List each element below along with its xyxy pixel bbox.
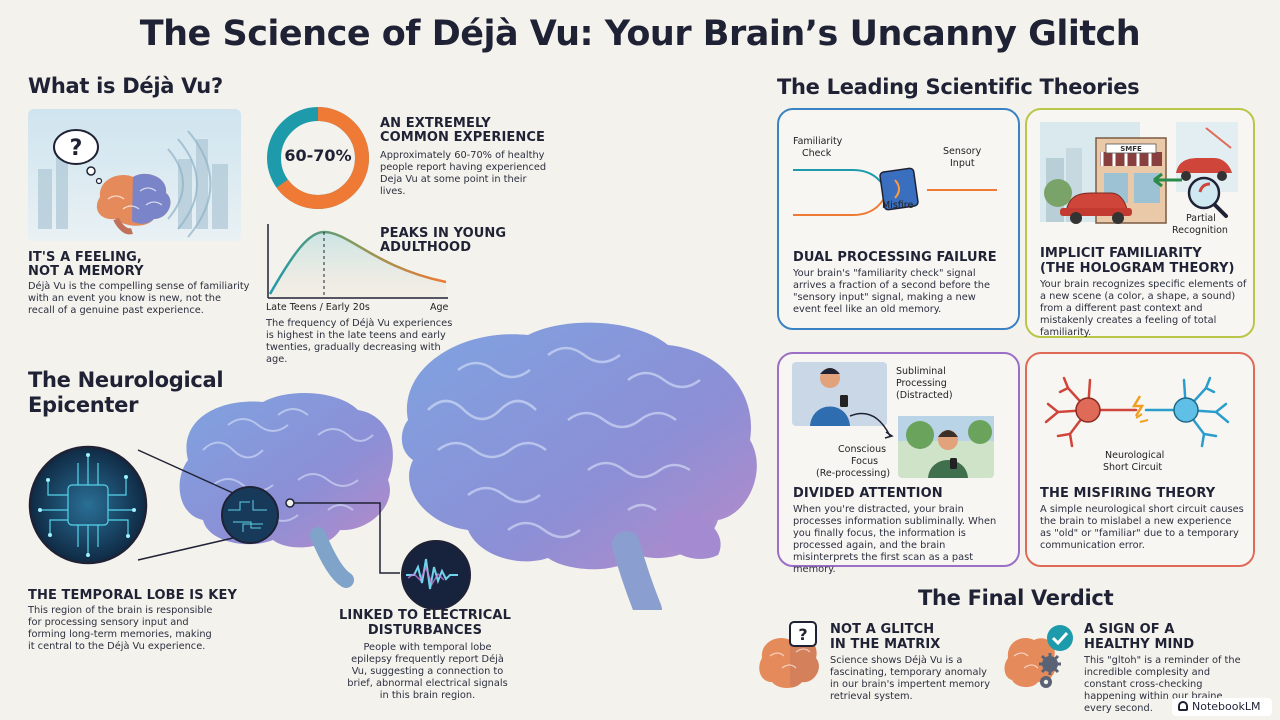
divided-attention-illustration xyxy=(792,362,994,478)
neuro-heading-2: Epicenter xyxy=(28,393,139,417)
hologram-shop-sign: SMFE xyxy=(1120,145,1142,153)
dual-processing-card xyxy=(777,108,1020,330)
svg-text:?: ? xyxy=(70,136,83,161)
brain-illustration xyxy=(28,322,757,610)
dual-label-misfire: Misfire xyxy=(882,200,914,211)
peak-x-right-label: Age xyxy=(430,302,449,313)
divided-text: When you're distracted, your brain proce… xyxy=(793,504,997,575)
feeling-title-1: IT'S A FEELING, xyxy=(28,250,142,265)
misfiring-label-2: Short Circuit xyxy=(1103,462,1163,473)
divided-label-conscious-1: Conscious xyxy=(838,444,887,455)
electrical-text: People with temporal lobe epilepsy frequ… xyxy=(347,642,508,701)
dual-label-familiarity-2: Check xyxy=(802,148,832,159)
brain-check-gear-icon xyxy=(1004,625,1073,688)
misfiring-title: THE MISFIRING THEORY xyxy=(1040,486,1216,501)
stat-title-1: AN EXTREMELY xyxy=(380,116,491,131)
hologram-label-partial-1: Partial xyxy=(1186,213,1216,224)
brain-thought-illustration: ? xyxy=(28,109,241,241)
what-is-heading: What is Déjà Vu? xyxy=(28,74,223,98)
divided-label-subliminal-3: (Distracted) xyxy=(896,390,953,401)
verdict-heading: The Final Verdict xyxy=(918,586,1114,610)
divided-label-conscious-3: (Re-processing) xyxy=(816,468,891,479)
footer-brand-badge: NotebookLM xyxy=(1172,698,1272,716)
glitch-title-1: NOT A GLITCH xyxy=(830,622,935,637)
divided-label-subliminal-1: Subliminal xyxy=(896,366,946,377)
stat-text: Approximately 60-70% of healthy people r… xyxy=(380,150,547,197)
electrical-title-2: DISTURBANCES xyxy=(367,623,483,638)
neuron-short-circuit-illustration xyxy=(1044,376,1230,448)
misfiring-card xyxy=(1025,352,1255,567)
misfiring-text: A simple neurological short circuit caus… xyxy=(1040,504,1244,551)
glitch-text: Science shows Déjà Vu is a fascinating, … xyxy=(830,655,990,702)
dual-processing-diagram xyxy=(793,167,997,216)
hologram-text: Your brain recognizes specific elements … xyxy=(1040,279,1247,338)
peak-x-left-label: Late Teens / Early 20s xyxy=(266,302,370,313)
healthy-title-2: HEALTHY MIND xyxy=(1084,637,1195,652)
dual-label-sensory-2: Input xyxy=(950,158,975,169)
hologram-label-partial-2: Recognition xyxy=(1172,225,1228,236)
divided-title: DIVIDED ATTENTION xyxy=(793,486,943,501)
hologram-title-2: (THE HOLOGRAM THEORY) xyxy=(1040,261,1235,276)
hologram-scene-illustration: SMFE xyxy=(1040,122,1238,224)
peak-title-2: ADULTHOOD xyxy=(380,240,472,255)
footer-brand: NotebookLM xyxy=(1192,700,1261,713)
stat-value: 60-70% xyxy=(284,146,352,165)
healthy-text: This "gltoh" is a reminder of the incred… xyxy=(1084,655,1241,714)
dual-text: Your brain's "familiarity check" signal … xyxy=(793,268,990,315)
dual-title: DUAL PROCESSING FAILURE xyxy=(793,250,997,265)
electrical-title-1: LINKED TO ELECTRICAL xyxy=(339,608,511,623)
svg-text:?: ? xyxy=(798,625,807,644)
divided-label-conscious-2: Focus xyxy=(851,456,879,467)
theories-heading: The Leading Scientific Theories xyxy=(777,75,1140,99)
healthy-title-1: A SIGN OF A xyxy=(1084,622,1175,637)
brain-question-icon: ? xyxy=(759,621,819,688)
feeling-title-2: NOT A MEMORY xyxy=(28,264,144,279)
neuro-heading-1: The Neurological xyxy=(28,368,224,392)
glitch-title-2: IN THE MATRIX xyxy=(830,637,941,652)
page-title: The Science of Déjà Vu: Your Brain’s Unc… xyxy=(139,14,1141,54)
peak-text: The frequency of Déjà Vu experiences is … xyxy=(266,318,453,365)
dual-label-sensory-1: Sensory xyxy=(943,146,982,157)
dual-label-familiarity-1: Familiarity xyxy=(793,136,843,147)
stat-donut xyxy=(267,107,369,209)
peak-curve-chart xyxy=(267,224,448,299)
hologram-title-1: IMPLICIT FAMILIARITY xyxy=(1040,246,1202,261)
temporal-title: THE TEMPORAL LOBE IS KEY xyxy=(28,588,237,603)
peak-title-1: PEAKS IN YOUNG xyxy=(380,226,507,241)
divided-label-subliminal-2: Processing xyxy=(896,378,947,389)
stat-title-2: COMMON EXPERIENCE xyxy=(380,130,545,145)
misfiring-label-1: Neurological xyxy=(1105,450,1165,461)
temporal-text: This region of the brain is responsible … xyxy=(28,605,213,652)
notebooklm-logo-icon xyxy=(1178,701,1188,711)
feeling-text: Déjà Vu is the compelling sense of famil… xyxy=(28,281,250,316)
